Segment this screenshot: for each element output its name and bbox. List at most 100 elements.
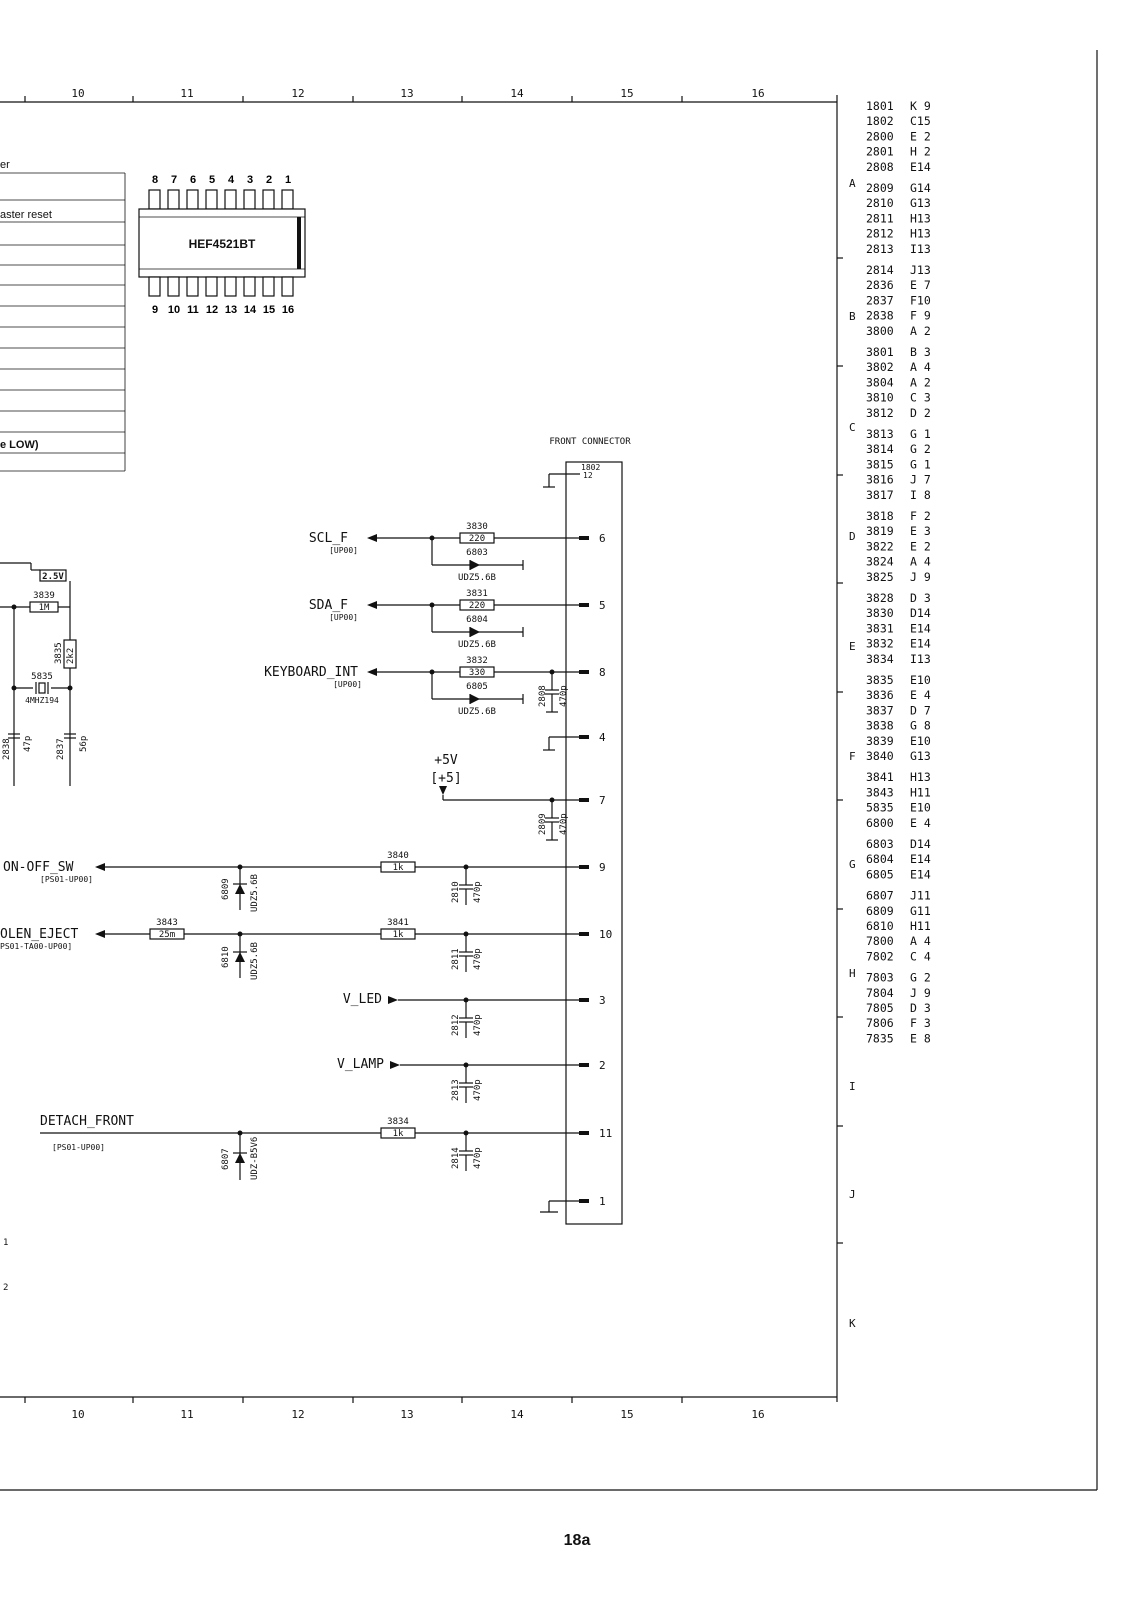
ic-name: HEF4521BT: [189, 237, 256, 251]
comp-val: 220: [469, 534, 485, 544]
comp-val: 1k: [393, 1129, 404, 1139]
index-loc: E 8: [910, 1031, 931, 1045]
comp-ref: 3831: [466, 589, 488, 599]
index-loc: I13: [910, 652, 931, 666]
comp-val: UDZ-B5V6: [250, 1137, 260, 1180]
connector-pin-label: 8: [599, 666, 606, 679]
col-label: 16: [751, 87, 764, 100]
index-ref: 1802: [866, 114, 894, 128]
index-ref: 3819: [866, 524, 894, 538]
connector-pin: [579, 670, 589, 674]
row-letters: A B C D E F G H I J K: [849, 177, 856, 1330]
ic-pin: [262, 276, 275, 297]
index-ref: 3810: [866, 391, 894, 405]
ic-pin-label: 8: [152, 174, 158, 186]
index-loc: C15: [910, 114, 931, 128]
index-loc: D 3: [910, 591, 931, 605]
connector-pin-label: 7: [599, 794, 606, 807]
ic-pin: [262, 189, 275, 210]
index-ref: 3815: [866, 457, 894, 471]
comp-ref: 3832: [466, 656, 488, 666]
comp-ref: 6804: [466, 615, 488, 625]
column-ticks: [24, 96, 683, 1403]
row-letter: A: [849, 177, 856, 190]
resistor-3843: [149, 928, 185, 940]
ic-hef4521bt: HEF4521BT 8 7 6 5 4 3 2 1 9 10 11 12 13 …: [138, 174, 306, 316]
comp-val: 470p: [559, 685, 569, 707]
comp-ref: 3835: [54, 642, 64, 664]
index-ref: 3839: [866, 734, 894, 748]
index-loc: A 2: [910, 324, 931, 338]
index-loc: E 4: [910, 688, 931, 702]
index-ref: 2836: [866, 278, 894, 292]
index-ref: 3818: [866, 509, 894, 523]
col-label: 11: [180, 87, 193, 100]
signal-name: V_LAMP: [337, 1057, 384, 1072]
index-loc: A 4: [910, 360, 931, 374]
index-ref: 7800: [866, 934, 894, 948]
ic-pin: [281, 276, 294, 297]
index-ref: 7802: [866, 949, 894, 963]
index-loc: E 4: [910, 816, 931, 830]
index-ref: 7805: [866, 1001, 894, 1015]
connector-pin: [579, 536, 589, 540]
connector-pin: [579, 603, 589, 607]
index-loc: G13: [910, 196, 931, 210]
gnd-pin12: [543, 473, 580, 488]
col-label: 16: [751, 1408, 764, 1421]
index-loc: J 7: [910, 473, 931, 487]
index-loc: E14: [910, 852, 931, 866]
index-loc: D 7: [910, 703, 931, 717]
index-ref: 3830: [866, 606, 894, 620]
index-ref: 3841: [866, 770, 894, 784]
signal-tag: [UP00]: [329, 546, 358, 555]
index-loc: E10: [910, 734, 931, 748]
detach-net: DETACH_FRONT [PS01-UP00] 3834 1k 6807 UD…: [40, 1114, 580, 1180]
row-letter: I: [849, 1080, 856, 1093]
index-loc: E14: [910, 621, 931, 635]
connector-pin: [579, 1063, 589, 1067]
index-loc: B 3: [910, 345, 931, 359]
index-loc: H 2: [910, 145, 931, 159]
margin-note: 2: [3, 1283, 8, 1293]
index-ref: 2800: [866, 129, 894, 143]
comp-ref: 3840: [387, 851, 409, 861]
column-labels-top: 10 11 12 13 14 15 16: [71, 87, 764, 100]
ic-pin: [243, 276, 256, 297]
col-label: 14: [510, 1408, 524, 1421]
resistor-3831: [459, 599, 495, 611]
signal-name: ON-OFF_SW: [3, 860, 74, 875]
comp-val: UDZ5.6B: [250, 942, 260, 980]
comp-ref: 2814: [451, 1147, 461, 1169]
row-letter: K: [849, 1317, 856, 1330]
row-letter: G: [849, 858, 856, 871]
index-loc: E14: [910, 637, 931, 651]
comp-val: 1k: [393, 930, 404, 940]
index-ref: 3825: [866, 570, 894, 584]
index-loc: J 9: [910, 570, 931, 584]
col-label: 12: [291, 87, 304, 100]
signal-tag: [+5]: [430, 771, 461, 786]
connector-pin: [579, 932, 589, 936]
ic-pin: [205, 189, 218, 210]
ic-pin-label: 4: [228, 174, 235, 186]
index-loc: C 3: [910, 391, 931, 405]
comp-val: UDZ5.6B: [458, 707, 496, 717]
index-loc: G 1: [910, 427, 931, 441]
comp-val: 470p: [559, 813, 569, 835]
ic-pin-label: 3: [247, 174, 253, 186]
index-ref: 3828: [866, 591, 894, 605]
signal-name: V_LED: [343, 992, 382, 1007]
index-loc: D 2: [910, 406, 931, 420]
index-loc: H11: [910, 785, 931, 799]
index-ref: 2808: [866, 160, 894, 174]
margin-note: 1: [3, 1238, 8, 1248]
index-ref: 3812: [866, 406, 894, 420]
signal-tag: [UP00]: [329, 613, 358, 622]
index-ref: 3832: [866, 637, 894, 651]
eject-net: OLEN_EJECT PS01-TA00-UP00] 3843 25m 3841…: [0, 918, 580, 980]
index-loc: A 2: [910, 375, 931, 389]
